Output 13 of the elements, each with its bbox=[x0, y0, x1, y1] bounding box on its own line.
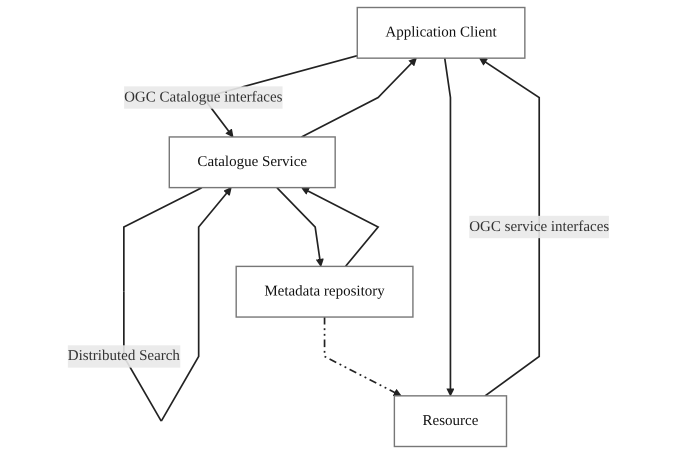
arrow bbox=[301, 58, 417, 138]
edge-label: OGC service interfaces bbox=[469, 218, 610, 235]
arrow bbox=[301, 187, 380, 267]
node-box: Resource bbox=[394, 395, 508, 448]
edge-label: OGC Catalogue interfaces bbox=[124, 89, 282, 106]
node-box: Application Client bbox=[356, 6, 526, 59]
arrow bbox=[324, 317, 402, 396]
arrow bbox=[444, 58, 455, 396]
node-box: Catalogue Service bbox=[168, 136, 336, 188]
arrow bbox=[479, 58, 540, 397]
node-box: Metadata repository bbox=[235, 266, 414, 318]
arrow bbox=[276, 187, 324, 267]
edge-label: Distributed Search bbox=[68, 348, 180, 364]
